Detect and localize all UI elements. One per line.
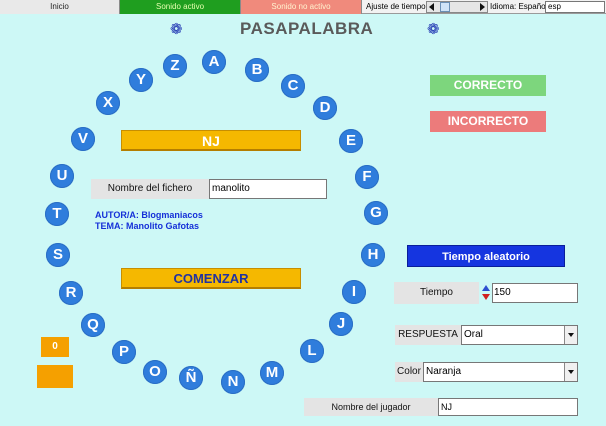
time-adjust-scrollbar[interactable] xyxy=(426,1,488,13)
time-stepper[interactable] xyxy=(480,283,492,303)
atom-icon: ❁ xyxy=(427,21,440,38)
letter-circle[interactable]: C xyxy=(281,74,305,98)
score-counter: 0 xyxy=(41,337,69,357)
top-toolbar: Inicio Sonido activo Sonido no activo Aj… xyxy=(0,0,606,14)
letter-circle[interactable]: S xyxy=(46,243,70,267)
start-button[interactable]: COMENZAR xyxy=(121,268,301,289)
player-name-label: Nombre del jugador xyxy=(304,398,438,416)
sound-off-button[interactable]: Sonido no activo xyxy=(241,0,362,14)
file-name-input[interactable]: manolito xyxy=(209,179,327,199)
time-adjust-label: Ajuste de tiempo xyxy=(366,2,426,11)
author-text: AUTOR/A: Blogmaniacos xyxy=(95,210,203,220)
player-name-input[interactable]: NJ xyxy=(438,398,578,416)
language-label: Idioma: Español xyxy=(490,2,548,11)
sound-on-button[interactable]: Sonido activo xyxy=(120,0,241,14)
letter-circle[interactable]: E xyxy=(339,129,363,153)
letter-circle[interactable]: H xyxy=(361,243,385,267)
time-input[interactable]: 150 xyxy=(492,283,578,303)
letter-circle[interactable]: T xyxy=(45,202,69,226)
incorrect-button[interactable]: INCORRECTO xyxy=(430,111,546,132)
letter-circle[interactable]: P xyxy=(112,340,136,364)
letter-circle[interactable]: X xyxy=(96,91,120,115)
answer-label: RESPUESTA xyxy=(395,325,461,345)
letter-circle[interactable]: R xyxy=(59,281,83,305)
letter-circle[interactable]: I xyxy=(342,280,366,304)
letter-circle[interactable]: L xyxy=(300,339,324,363)
chevron-down-icon[interactable] xyxy=(564,363,577,381)
letter-circle[interactable]: O xyxy=(143,360,167,384)
language-input[interactable]: esp xyxy=(545,1,605,13)
color-select[interactable]: Naranja xyxy=(423,362,578,382)
letter-circle[interactable]: D xyxy=(313,96,337,120)
scroll-thumb[interactable] xyxy=(440,2,450,12)
author-info: AUTOR/A: Blogmaniacos TEMA: Manolito Gaf… xyxy=(95,210,203,232)
letter-circle[interactable]: Z xyxy=(163,54,187,78)
letter-circle[interactable]: Y xyxy=(129,68,153,92)
color-select-value: Naranja xyxy=(426,366,462,377)
scroll-left-icon[interactable] xyxy=(429,3,434,11)
atom-icon: ❁ xyxy=(170,21,183,38)
scroll-right-icon[interactable] xyxy=(480,3,485,11)
file-name-label: Nombre del fichero xyxy=(91,179,209,199)
time-label: Tiempo xyxy=(394,282,479,304)
letter-circle[interactable]: Q xyxy=(81,313,105,337)
random-time-button[interactable]: Tiempo aleatorio xyxy=(407,245,565,267)
letter-circle[interactable]: F xyxy=(355,165,379,189)
inicio-button[interactable]: Inicio xyxy=(0,0,120,14)
letter-circle[interactable]: M xyxy=(260,361,284,385)
letter-circle[interactable]: J xyxy=(329,312,353,336)
theme-text: TEMA: Manolito Gafotas xyxy=(95,221,199,231)
arrow-down-icon[interactable] xyxy=(482,294,490,300)
answer-select-value: Oral xyxy=(464,329,483,340)
chevron-down-icon[interactable] xyxy=(564,326,577,344)
answer-select[interactable]: Oral xyxy=(461,325,578,345)
page-title: PASAPALABRA xyxy=(240,19,374,38)
letter-circle[interactable]: A xyxy=(202,50,226,74)
player-banner: NJ xyxy=(121,130,301,151)
letter-circle[interactable]: U xyxy=(50,164,74,188)
letter-circle[interactable]: V xyxy=(71,127,95,151)
score-box xyxy=(37,365,73,388)
letter-circle[interactable]: N xyxy=(221,370,245,394)
arrow-up-icon[interactable] xyxy=(482,285,490,291)
correct-button[interactable]: CORRECTO xyxy=(430,75,546,96)
letter-circle[interactable]: Ñ xyxy=(179,366,203,390)
color-label: Color xyxy=(395,362,423,382)
letter-circle[interactable]: G xyxy=(364,201,388,225)
letter-circle[interactable]: B xyxy=(245,58,269,82)
